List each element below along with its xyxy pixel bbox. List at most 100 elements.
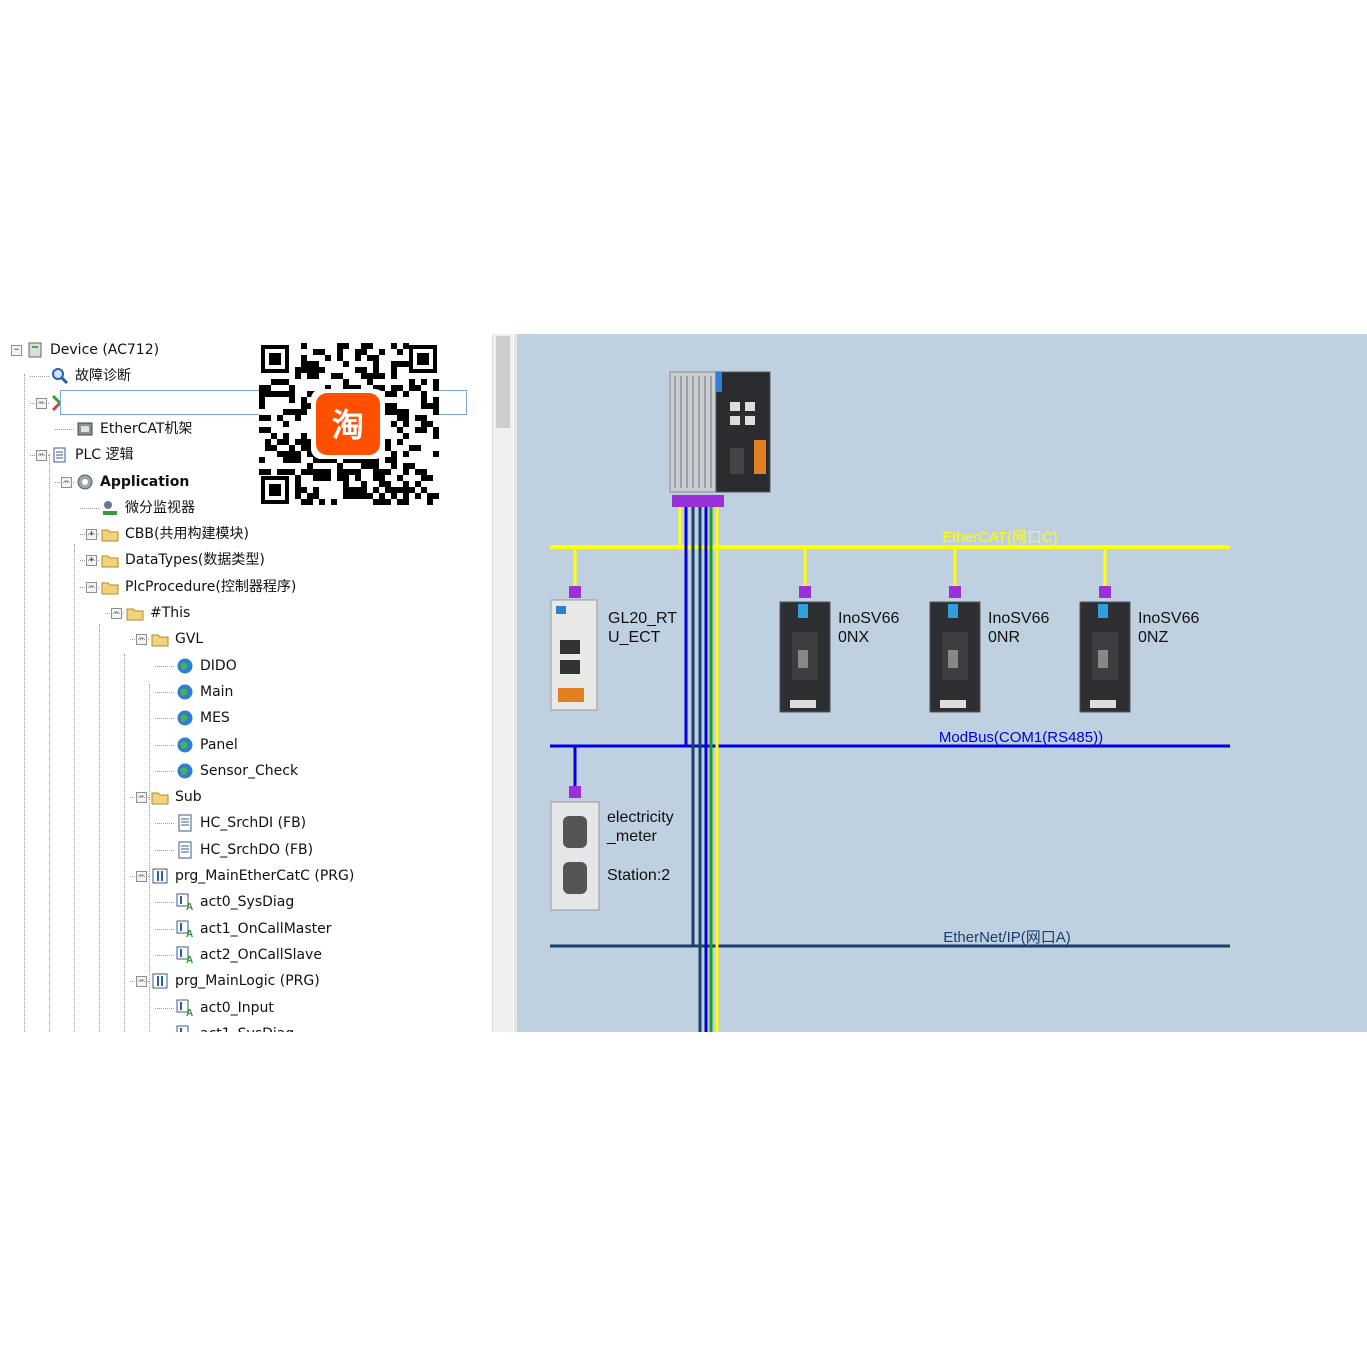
- gl20-label-line2: U_ECT: [608, 629, 661, 646]
- tree-item[interactable]: Main: [0, 681, 490, 703]
- tree-connector: [155, 718, 174, 720]
- tree-item-label: Main: [200, 683, 234, 700]
- servo3-connector[interactable]: [1099, 586, 1111, 598]
- ethercat-label: EtherCAT(网口C): [942, 529, 1058, 546]
- tree-guide-line: [74, 544, 75, 1032]
- servo1-device[interactable]: [779, 601, 831, 713]
- gvl-globe-icon: [176, 709, 194, 727]
- monitor-icon: [101, 499, 119, 517]
- tree-connector: [155, 1007, 174, 1009]
- tree-connector: [155, 849, 174, 851]
- program-icon: [151, 972, 169, 990]
- tree-item[interactable]: HC_SrchDI (FB): [0, 812, 490, 834]
- action-icon: A: [176, 1025, 194, 1032]
- servo2-label-line2: 0NR: [988, 629, 1020, 646]
- meter-connector[interactable]: [569, 786, 581, 798]
- tree-item-label: prg_MainEtherCatC (PRG): [175, 868, 355, 884]
- gl20-connector[interactable]: [569, 586, 581, 598]
- tree-connector: [55, 428, 74, 430]
- svg-text:A: A: [186, 929, 193, 938]
- tree-connector: [155, 691, 174, 693]
- gvl-globe-icon: [176, 683, 194, 701]
- program-icon: [151, 867, 169, 885]
- tree-item-label: MES: [200, 710, 230, 727]
- tree-item[interactable]: Panel: [0, 734, 490, 756]
- tree-item-label: act1_OnCallMaster: [200, 920, 332, 937]
- tree-guide-line: [49, 454, 50, 1032]
- tree-connector: [155, 823, 174, 825]
- tree-connector: [130, 797, 149, 799]
- tree-connector: [105, 613, 124, 614]
- tree-item-label: GVL: [175, 631, 204, 648]
- tree-item-label: Sub: [175, 789, 202, 806]
- tree-item-label: prg_MainLogic (PRG): [175, 973, 320, 990]
- controller-device[interactable]: [669, 371, 771, 493]
- tree-guide-line: [24, 374, 25, 1032]
- tree-item[interactable]: MES: [0, 707, 490, 729]
- folder-icon: [101, 578, 119, 596]
- meter-label-line1: electricity: [607, 809, 674, 826]
- folder-icon: [101, 525, 119, 543]
- tree-scrollbar-thumb[interactable]: [496, 336, 510, 428]
- tree-connector: [155, 665, 174, 667]
- tree-guide-line: [149, 684, 150, 1032]
- ethercat-rack-icon: [76, 420, 94, 438]
- function-block-icon: [176, 841, 194, 859]
- tree-item-label: 故障诊断: [75, 368, 131, 385]
- gvl-globe-icon: [176, 762, 194, 780]
- modbus-label: ModBus(COM1(RS485)): [939, 729, 1103, 746]
- tree-item[interactable]: +CBB(共用构建模块): [0, 523, 490, 545]
- servo3-device[interactable]: [1079, 601, 1131, 713]
- ethernetip-label: EtherNet/IP(网口A): [943, 929, 1071, 946]
- action-icon: A: [176, 920, 194, 940]
- tree-item-label: CBB(共用构建模块): [125, 526, 249, 543]
- gvl-globe-icon: [176, 657, 194, 675]
- tree-item-label: 微分监视器: [125, 499, 195, 516]
- network-diagram: EtherCAT(网口C) ModBus(COM1(RS485)) EtherN…: [514, 334, 1367, 1032]
- tree-item[interactable]: Sensor_Check: [0, 760, 490, 782]
- gl20-device[interactable]: [550, 599, 598, 711]
- tree-item[interactable]: 故障诊断: [0, 365, 490, 387]
- action-icon: A: [176, 946, 194, 966]
- tree-item-label: HC_SrchDI (FB): [200, 815, 307, 832]
- tree-scrollbar[interactable]: [492, 334, 513, 1032]
- device-icon: [26, 341, 44, 359]
- collapse-toggle[interactable]: −: [11, 345, 22, 356]
- servo1-label-line2: 0NX: [838, 629, 869, 646]
- tree-connector: [80, 507, 99, 509]
- tree-item-label: Application: [100, 473, 190, 490]
- action-icon: A: [176, 893, 194, 913]
- servo1-connector[interactable]: [799, 586, 811, 598]
- folder-icon: [151, 788, 169, 806]
- tree-item[interactable]: EtherCAT机架: [0, 418, 490, 440]
- tree-item-label: DataTypes(数据类型): [125, 552, 265, 569]
- tree-item-label: #This: [150, 605, 191, 621]
- tree-item[interactable]: 微分监视器: [0, 497, 490, 519]
- tree-item-label: PlcProcedure(控制器程序): [125, 578, 297, 595]
- folder-icon: [151, 630, 169, 648]
- tree-connector: [80, 534, 99, 536]
- tree-guide-line: [124, 654, 125, 1032]
- tree-connector: [155, 744, 174, 746]
- meter-label-line2: _meter: [606, 828, 657, 845]
- servo2-device[interactable]: [929, 601, 981, 713]
- tree-item[interactable]: HC_SrchDO (FB): [0, 839, 490, 861]
- meter-device[interactable]: [550, 801, 600, 911]
- tree-item-label: Panel: [200, 736, 238, 753]
- servo2-connector[interactable]: [949, 586, 961, 598]
- tree-item-label: PLC 逻辑: [75, 447, 134, 464]
- plc-logic-icon: [51, 446, 69, 464]
- controller-port-connector[interactable]: [672, 495, 724, 507]
- tree-item[interactable]: DIDO: [0, 655, 490, 677]
- tree-connector: [155, 902, 174, 904]
- tree-item[interactable]: −prg_MainLogic (PRG): [0, 970, 490, 992]
- tree-item-label: act0_Input: [200, 999, 274, 1016]
- tree-item[interactable]: −Device (AC712): [0, 339, 490, 361]
- tree-item-label: HC_SrchDO (FB): [200, 841, 314, 858]
- application-gear-icon: [76, 473, 94, 491]
